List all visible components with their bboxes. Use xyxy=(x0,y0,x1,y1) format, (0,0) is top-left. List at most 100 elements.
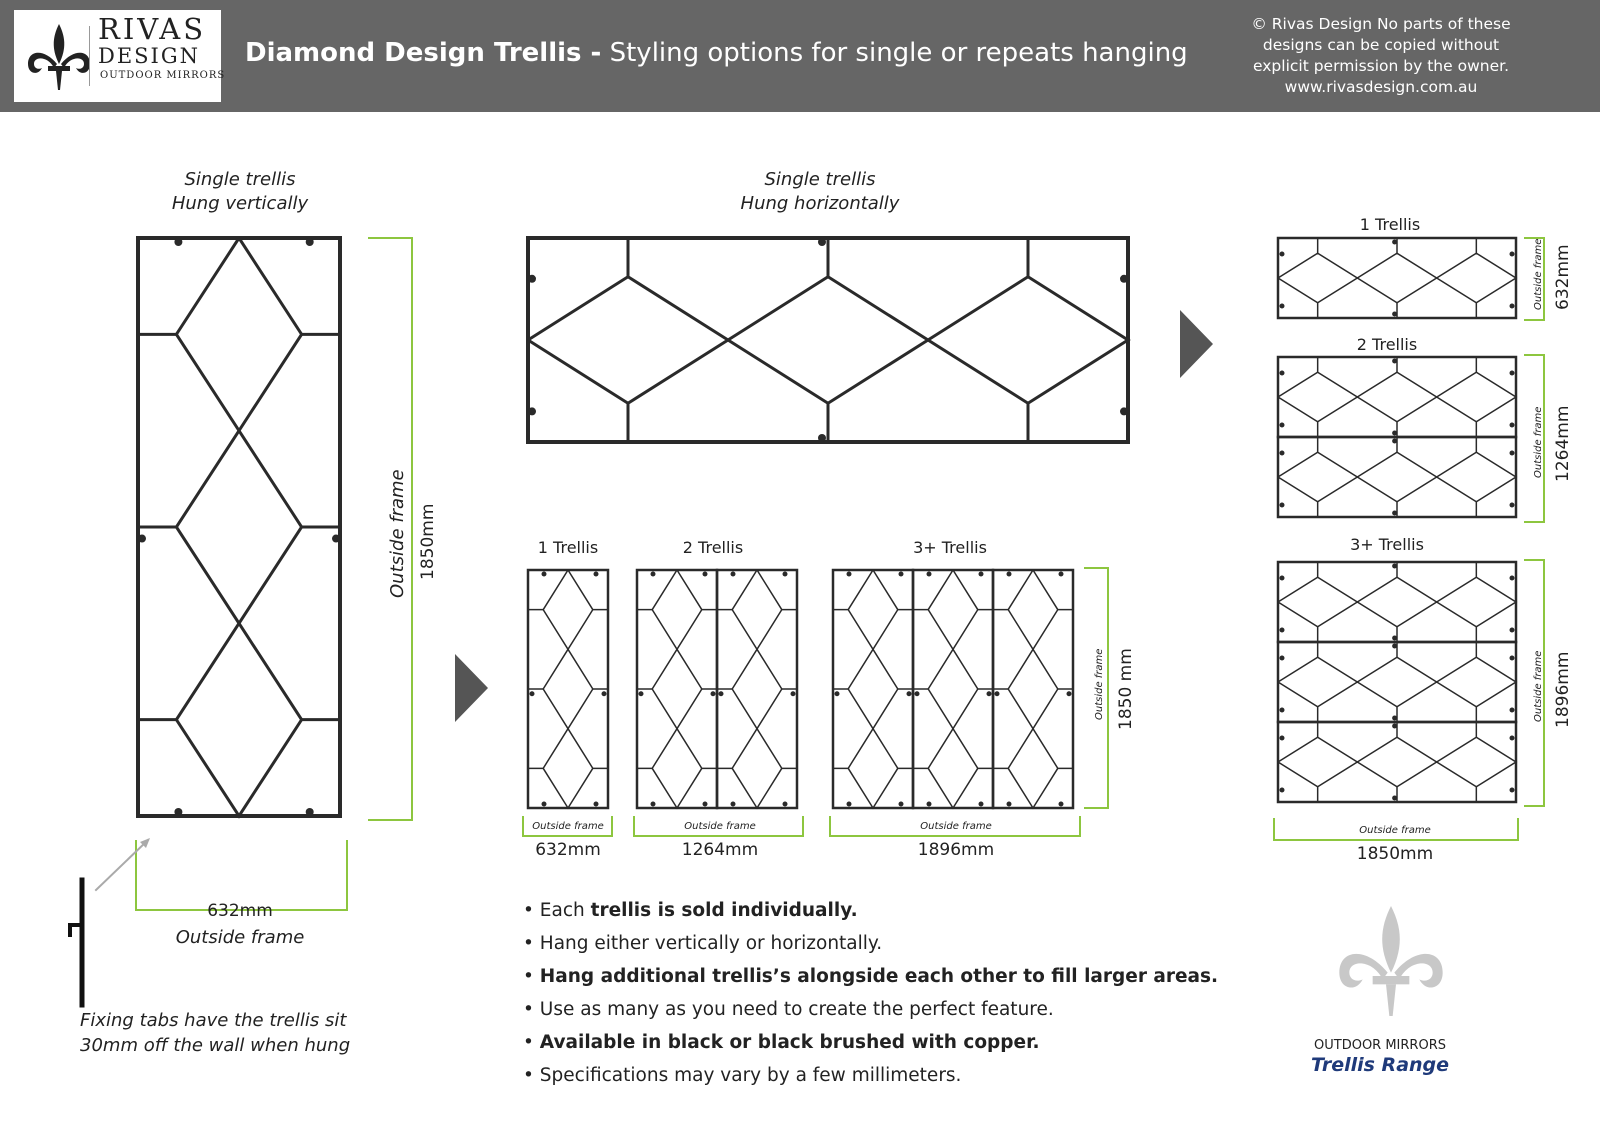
right-arrow-icon xyxy=(1180,310,1213,378)
trellis-diamond xyxy=(651,648,703,731)
fixing-tab xyxy=(332,534,340,543)
hrepeat-frame-1: Outside frame xyxy=(1533,238,1544,310)
trellis-diamond xyxy=(927,648,979,731)
fixing-tab xyxy=(978,801,984,807)
caption-horizontal: Single trellis Hung horizontally xyxy=(720,168,920,216)
fixing-tab xyxy=(1392,635,1398,641)
fixing-tab xyxy=(914,691,920,697)
fixing-tab xyxy=(978,571,984,577)
fixing-tab xyxy=(593,801,599,807)
repeat-width-bracket xyxy=(633,816,804,837)
trellis-diamond xyxy=(174,622,304,819)
hrepeat-height-bracket xyxy=(1524,237,1545,321)
fixing-tab xyxy=(1509,735,1515,741)
fixing-tab xyxy=(1509,627,1515,633)
fixing-tab xyxy=(1006,571,1012,577)
copyright-line: designs can be copied without xyxy=(1262,36,1500,54)
trellis-diamond xyxy=(1436,576,1518,628)
fixing-tab xyxy=(650,571,656,577)
trellis-diamond xyxy=(1356,656,1439,708)
logo xyxy=(14,10,221,102)
hrepeat-size-2: 1264mm xyxy=(1553,405,1573,482)
hrepeat-title-3: 3+ Trellis xyxy=(1350,535,1424,554)
trellis-diamond xyxy=(1436,656,1518,708)
feature-list: • Each trellis is sold individually. • Ha… xyxy=(523,894,1218,1092)
fleur-de-lis-icon xyxy=(28,24,90,90)
fixing-tab xyxy=(790,691,796,697)
fixing-tab xyxy=(1279,502,1285,508)
fixing-tab xyxy=(1279,303,1285,309)
brand-outdoor-mirrors: OUTDOOR MIRRORS xyxy=(1314,1038,1446,1053)
fixing-tab xyxy=(994,691,1000,697)
trellis-diamond xyxy=(727,274,931,406)
repeat-width-bracket xyxy=(522,816,613,837)
repeat-width-bracket xyxy=(829,816,1081,837)
fixing-tab xyxy=(730,571,736,577)
hrepeat-frame-3: Outside frame xyxy=(1533,650,1544,722)
fixing-tab xyxy=(1509,707,1515,713)
fixing-tab xyxy=(1392,311,1398,317)
vertical-height-label: Outside frame xyxy=(387,469,408,598)
fixing-tab xyxy=(846,571,852,577)
fixing-tab xyxy=(1058,571,1064,577)
trellis-diamond xyxy=(927,569,979,651)
fixing-tab xyxy=(1279,575,1285,581)
fixing-note-line: Fixing tabs have the trellis sit xyxy=(80,1010,347,1031)
fixing-tab xyxy=(906,691,912,697)
fixing-tab xyxy=(529,691,535,697)
logo-text-design: DESIGN xyxy=(98,44,200,68)
repeat-frame-1: Outside frame xyxy=(532,821,604,832)
fixing-tab xyxy=(926,801,932,807)
height-dimension-bracket xyxy=(368,237,413,821)
feature-bullet: • Specifications may vary by a few milli… xyxy=(523,1065,962,1086)
repeat-title-2: 2 Trellis xyxy=(682,538,744,557)
fixing-tab xyxy=(1509,422,1515,428)
title-bold: Diamond Design Trellis - xyxy=(245,38,602,68)
trellis-diamond xyxy=(731,648,783,731)
fixing-tab xyxy=(174,238,183,246)
fixing-tab xyxy=(730,801,736,807)
fixing-tab xyxy=(1392,795,1398,801)
trellis-diamond xyxy=(1436,371,1518,423)
fixing-tab xyxy=(782,571,788,577)
trellis-diamond xyxy=(1356,371,1439,423)
fixing-tab xyxy=(1392,715,1398,721)
fixing-tab xyxy=(1392,643,1398,649)
caption-vertical: Single trellis Hung vertically xyxy=(140,168,340,216)
fixing-tab xyxy=(1509,450,1515,456)
trellis-diamond xyxy=(651,569,703,651)
trellis-diamond xyxy=(847,569,899,651)
fixing-tab xyxy=(1392,438,1398,444)
fixing-tab xyxy=(1392,430,1398,436)
fixing-tab xyxy=(593,571,599,577)
repeat-size-2: 1264mm xyxy=(681,840,759,860)
fixing-tab xyxy=(1058,801,1064,807)
trellis-diamond xyxy=(1007,648,1059,731)
fixing-tab xyxy=(986,691,992,697)
trellis-diamond xyxy=(527,274,731,406)
trellis-diamond xyxy=(1356,451,1439,503)
logo-text-rivas: RIVAS xyxy=(98,12,207,46)
right-arrow-icon xyxy=(455,654,488,722)
fleur-de-lis-watermark-icon xyxy=(1339,906,1443,1016)
brand-trellis-range: Trellis Range xyxy=(1310,1054,1450,1076)
trellis-diamond xyxy=(1436,736,1518,788)
hrepeat-size-1: 632mm xyxy=(1553,244,1573,310)
fixing-tab xyxy=(718,691,724,697)
trellis-diamond xyxy=(1356,252,1439,304)
feature-bullet: • Hang either vertically or horizontally… xyxy=(523,933,883,954)
trellis-diamond xyxy=(1277,656,1359,708)
fixing-tab xyxy=(1279,787,1285,793)
caption-line: Hung vertically xyxy=(171,193,309,214)
repeat-frame-2: Outside frame xyxy=(684,821,756,832)
fixing-tab xyxy=(818,238,826,246)
caption-line: Hung horizontally xyxy=(740,193,900,214)
website-link[interactable]: www.rivasdesign.com.au xyxy=(1284,78,1478,96)
fixing-tab xyxy=(1279,370,1285,376)
hrepeat-height-bracket xyxy=(1524,354,1545,523)
fixing-tab xyxy=(1509,575,1515,581)
fixing-tab xyxy=(898,571,904,577)
feature-bullet: • Each trellis is sold individually. xyxy=(523,900,858,921)
hrepeat-title-2: 2 Trellis xyxy=(1356,335,1418,354)
